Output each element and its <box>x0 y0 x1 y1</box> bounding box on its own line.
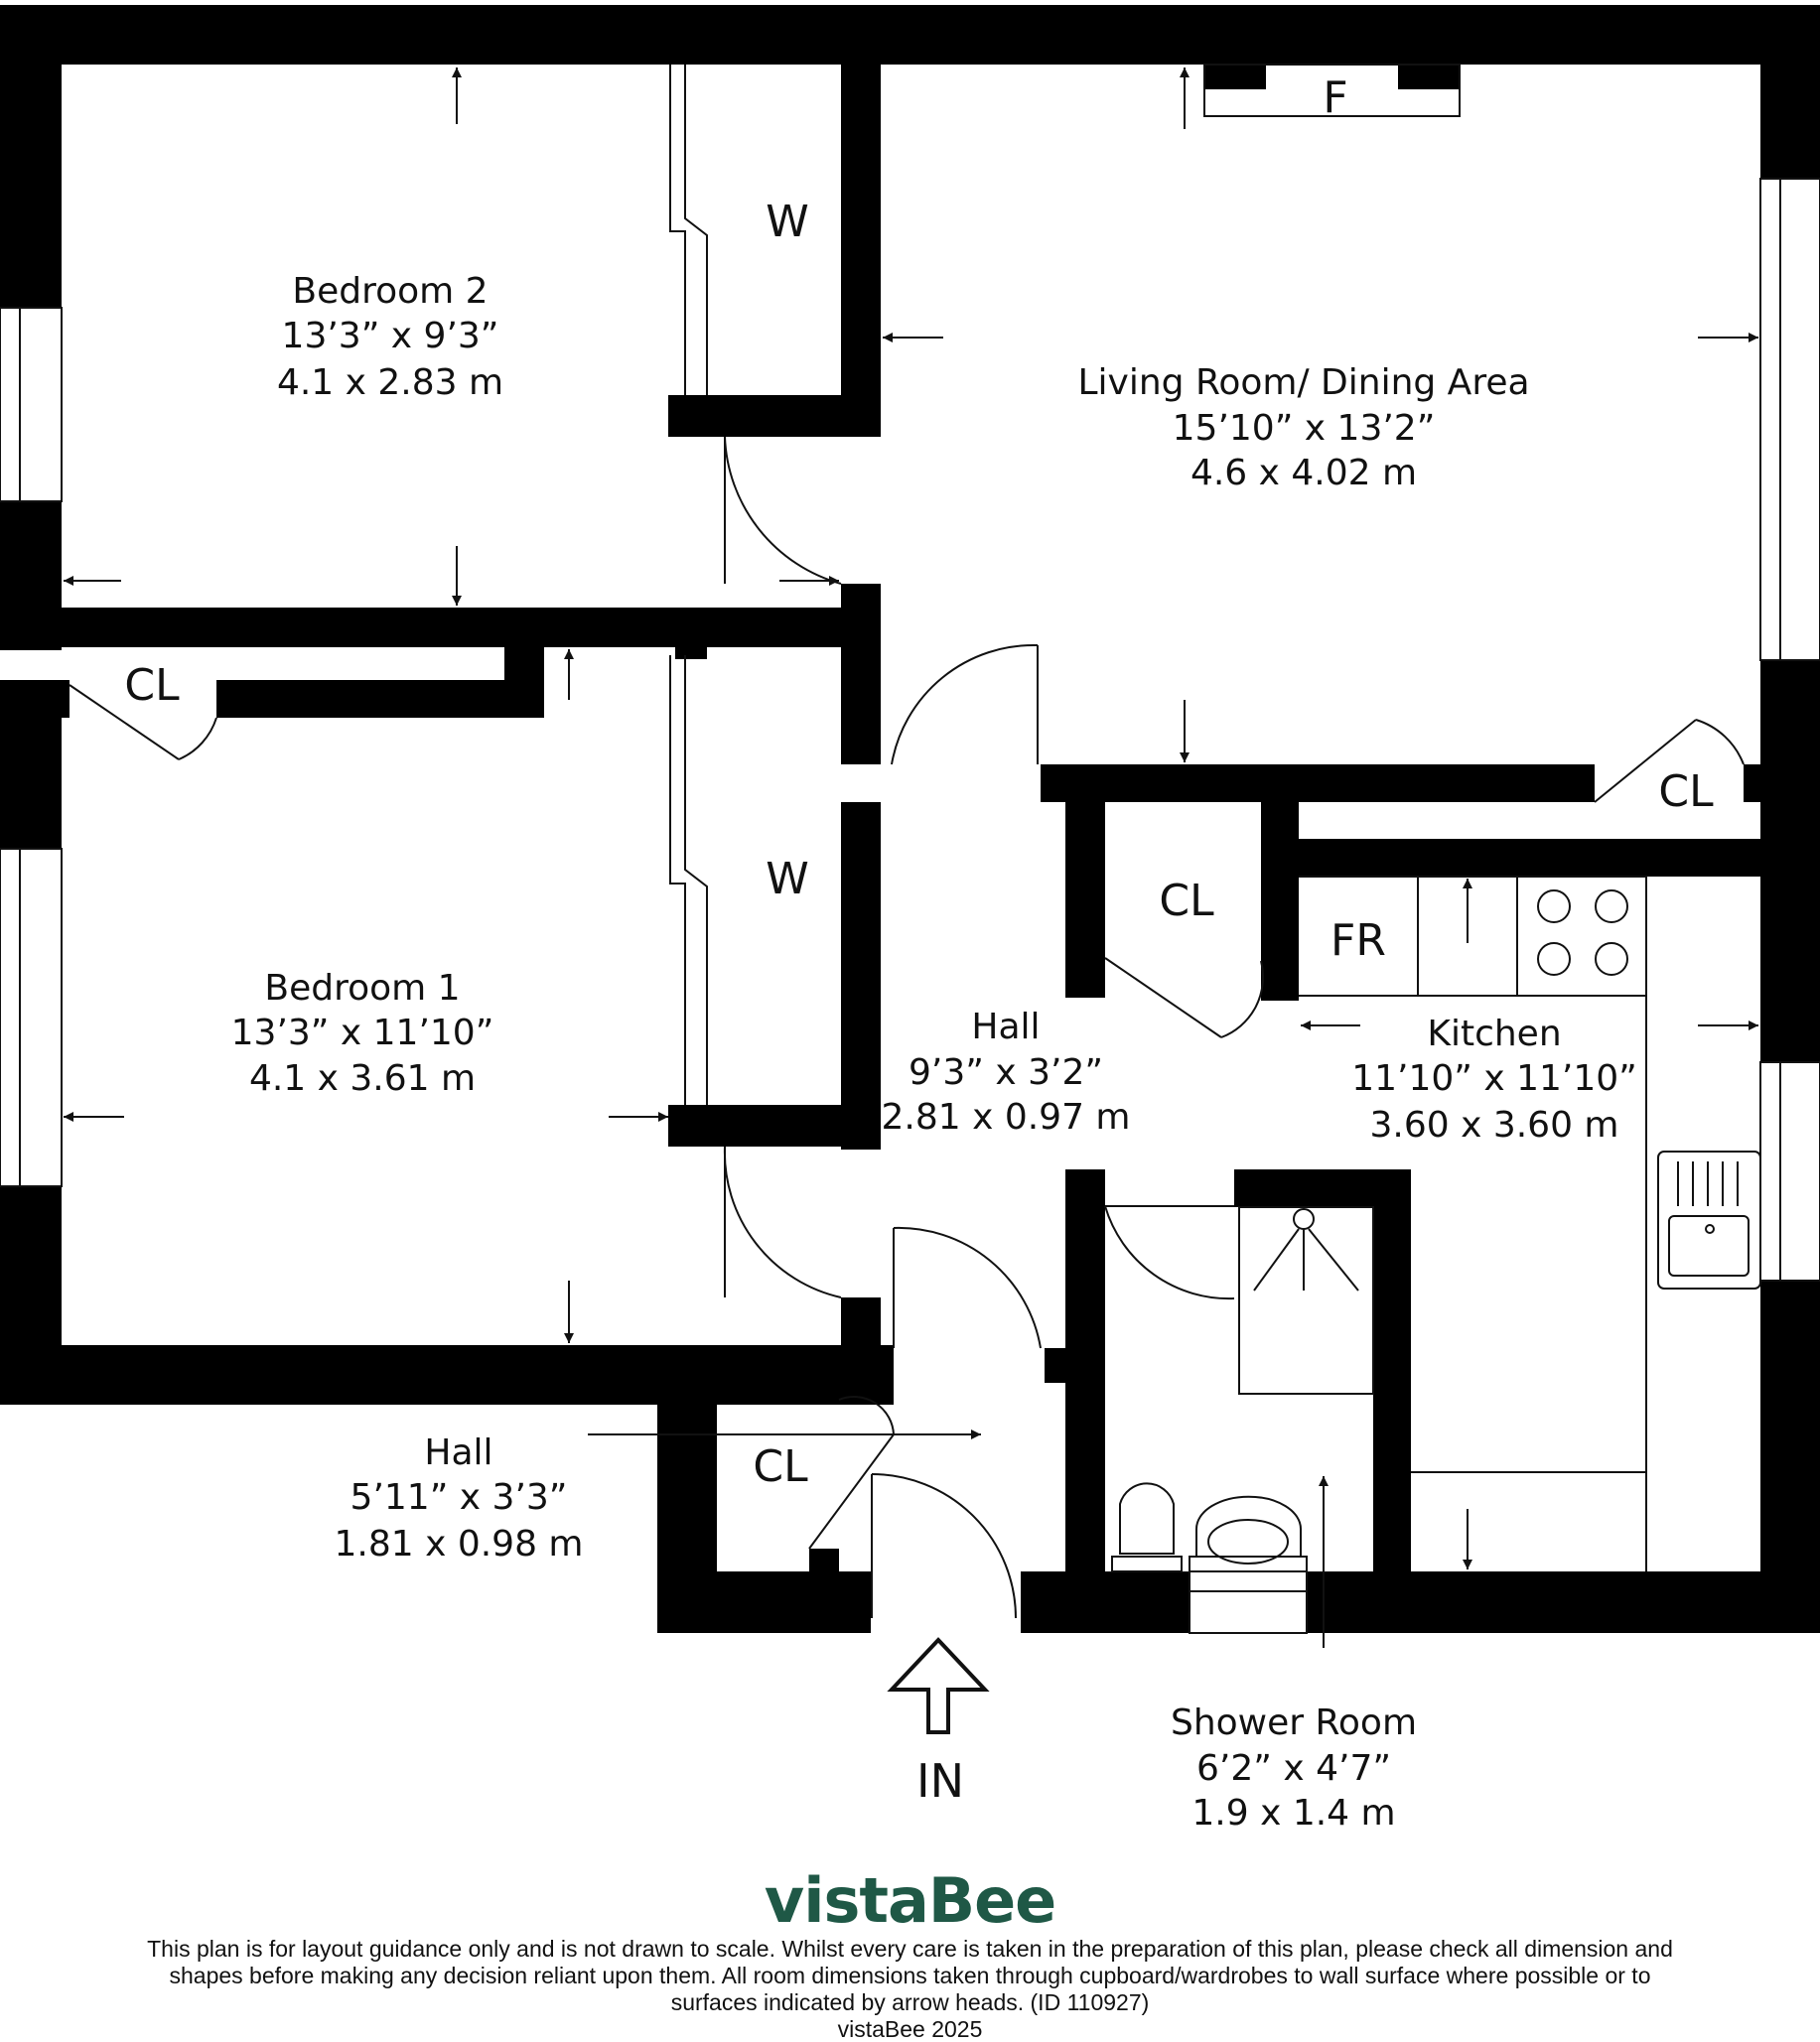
room-metric: 4.1 x 2.83 m <box>277 362 503 403</box>
closet-label-entry: CL <box>753 1441 808 1492</box>
room-name: Hall <box>424 1432 492 1473</box>
room-imperial: 15’10” x 13’2” <box>1173 408 1436 449</box>
room-bedroom1: Bedroom 1 13’3” x 11’10” 4.1 x 3.61 m <box>231 968 494 1099</box>
kitchen-units: FR <box>1299 876 1761 1571</box>
windows <box>0 178 1820 1634</box>
entrance-label: IN <box>916 1754 964 1808</box>
room-bedroom2: Bedroom 2 13’3” x 9’3” 4.1 x 2.83 m <box>277 271 503 403</box>
room-metric: 4.1 x 3.61 m <box>249 1058 476 1099</box>
doors <box>69 436 1745 1619</box>
room-name: Hall <box>971 1007 1040 1047</box>
closet-label-hall: CL <box>1159 876 1214 926</box>
room-metric: 4.6 x 4.02 m <box>1190 453 1417 493</box>
room-imperial: 6’2” x 4’7” <box>1196 1748 1391 1789</box>
fireplace-label: F <box>1323 72 1347 123</box>
room-name: Bedroom 1 <box>264 968 460 1009</box>
closet-label-living: CL <box>1658 766 1714 817</box>
room-metric: 2.81 x 0.97 m <box>881 1097 1130 1138</box>
room-name: Living Room/ Dining Area <box>1077 362 1529 403</box>
room-kitchen: Kitchen 11’10” x 11’10” 3.60 x 3.60 m <box>1351 1014 1637 1146</box>
wardrobe-label-bedroom2: W <box>766 197 809 247</box>
wardrobe-label-bedroom1: W <box>766 854 809 904</box>
room-imperial: 13’3” x 11’10” <box>231 1013 494 1053</box>
room-metric: 1.9 x 1.4 m <box>1191 1793 1395 1834</box>
fridge-label: FR <box>1330 915 1386 966</box>
room-name: Shower Room <box>1171 1702 1417 1743</box>
fireplace: F <box>1203 64 1461 123</box>
room-hall-main: Hall 9’3” x 3’2” 2.81 x 0.97 m <box>881 1007 1130 1138</box>
closet-label-bedroom1: CL <box>124 660 180 711</box>
room-imperial: 9’3” x 3’2” <box>909 1052 1103 1093</box>
room-name: Kitchen <box>1427 1014 1561 1054</box>
walls <box>0 5 1820 1633</box>
dimension-arrows <box>64 68 1758 1648</box>
shower-fixtures <box>1111 1206 1374 1572</box>
disclaimer-text: This plan is for layout guidance only an… <box>147 1936 1673 2015</box>
copyright-text: vistaBee 2025 <box>837 2016 983 2042</box>
wardrobe-doors <box>669 65 708 1105</box>
room-imperial: 11’10” x 11’10” <box>1351 1058 1637 1099</box>
room-metric: 3.60 x 3.60 m <box>1369 1105 1618 1146</box>
room-shower: Shower Room 6’2” x 4’7” 1.9 x 1.4 m <box>1171 1702 1417 1834</box>
entrance-arrow-outline <box>887 1637 990 1734</box>
room-imperial: 13’3” x 9’3” <box>282 316 499 356</box>
room-metric: 1.81 x 0.98 m <box>334 1524 583 1565</box>
room-hall-entry: Hall 5’11” x 3’3” 1.81 x 0.98 m <box>334 1432 583 1565</box>
room-living: Living Room/ Dining Area 15’10” x 13’2” … <box>1077 362 1529 493</box>
brand-logo: vistaBee <box>764 1864 1056 1937</box>
room-name: Bedroom 2 <box>292 271 488 312</box>
footer: vistaBee This plan is for layout guidanc… <box>0 1866 1820 2042</box>
room-imperial: 5’11” x 3’3” <box>350 1477 568 1518</box>
